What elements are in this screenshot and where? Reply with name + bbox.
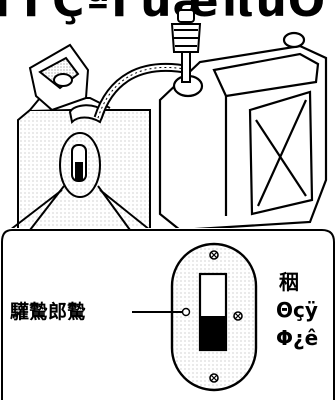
tank-gauge-window — [59, 132, 101, 198]
fuel-gauge-label: 秵 Θçÿ Φ¿ê — [276, 268, 319, 352]
fuel-gauge-label-char: Θçÿ — [276, 298, 318, 322]
jerry-can-icon — [158, 31, 328, 232]
section-heading: ΓΓÇªΓüæπüÖ — [0, 0, 327, 27]
fuel-gauge-label-char: 秵 — [279, 270, 299, 294]
pump-icon — [93, 62, 191, 120]
pump-bulb-icon — [170, 9, 202, 83]
fuel-gauge-label-char: Φ¿ê — [276, 326, 319, 350]
proper-level-label: 驩驇郎驇 — [10, 301, 87, 323]
level-gauge-icon — [170, 242, 258, 392]
fuel-level-fill — [200, 316, 226, 350]
